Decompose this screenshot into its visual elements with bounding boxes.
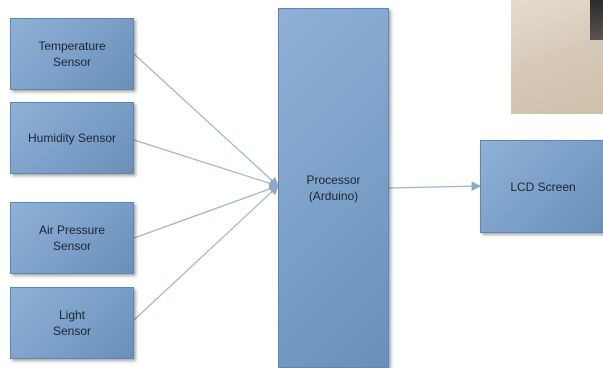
air-pressure-sensor-label: Air Pressure Sensor <box>38 223 106 253</box>
photo-thumbnail <box>511 0 603 114</box>
temperature-sensor-box: Temperature Sensor <box>10 18 134 90</box>
humidity-sensor-box: Humidity Sensor <box>10 102 134 174</box>
lcd-screen-box: LCD Screen <box>480 140 603 233</box>
processor-box: Processor (Arduino) <box>278 8 389 368</box>
connector-temp-to-processor <box>133 53 279 187</box>
temperature-sensor-label: Temperature Sensor <box>38 39 106 69</box>
photo-thumbnail-edge <box>590 0 603 40</box>
connector-light-to-processor <box>133 185 279 321</box>
light-sensor-box: Light Sensor <box>10 287 134 359</box>
air-pressure-sensor-box: Air Pressure Sensor <box>10 202 134 274</box>
connector-pressure-to-processor <box>133 184 280 239</box>
connector-processor-to-lcd <box>388 181 482 191</box>
processor-label: Processor (Arduino) <box>306 173 361 203</box>
connector-humidity-to-processor <box>133 139 280 189</box>
lcd-screen-label: LCD Screen <box>510 179 576 194</box>
humidity-sensor-label: Humidity Sensor <box>27 131 117 145</box>
light-sensor-label: Light Sensor <box>52 308 92 338</box>
